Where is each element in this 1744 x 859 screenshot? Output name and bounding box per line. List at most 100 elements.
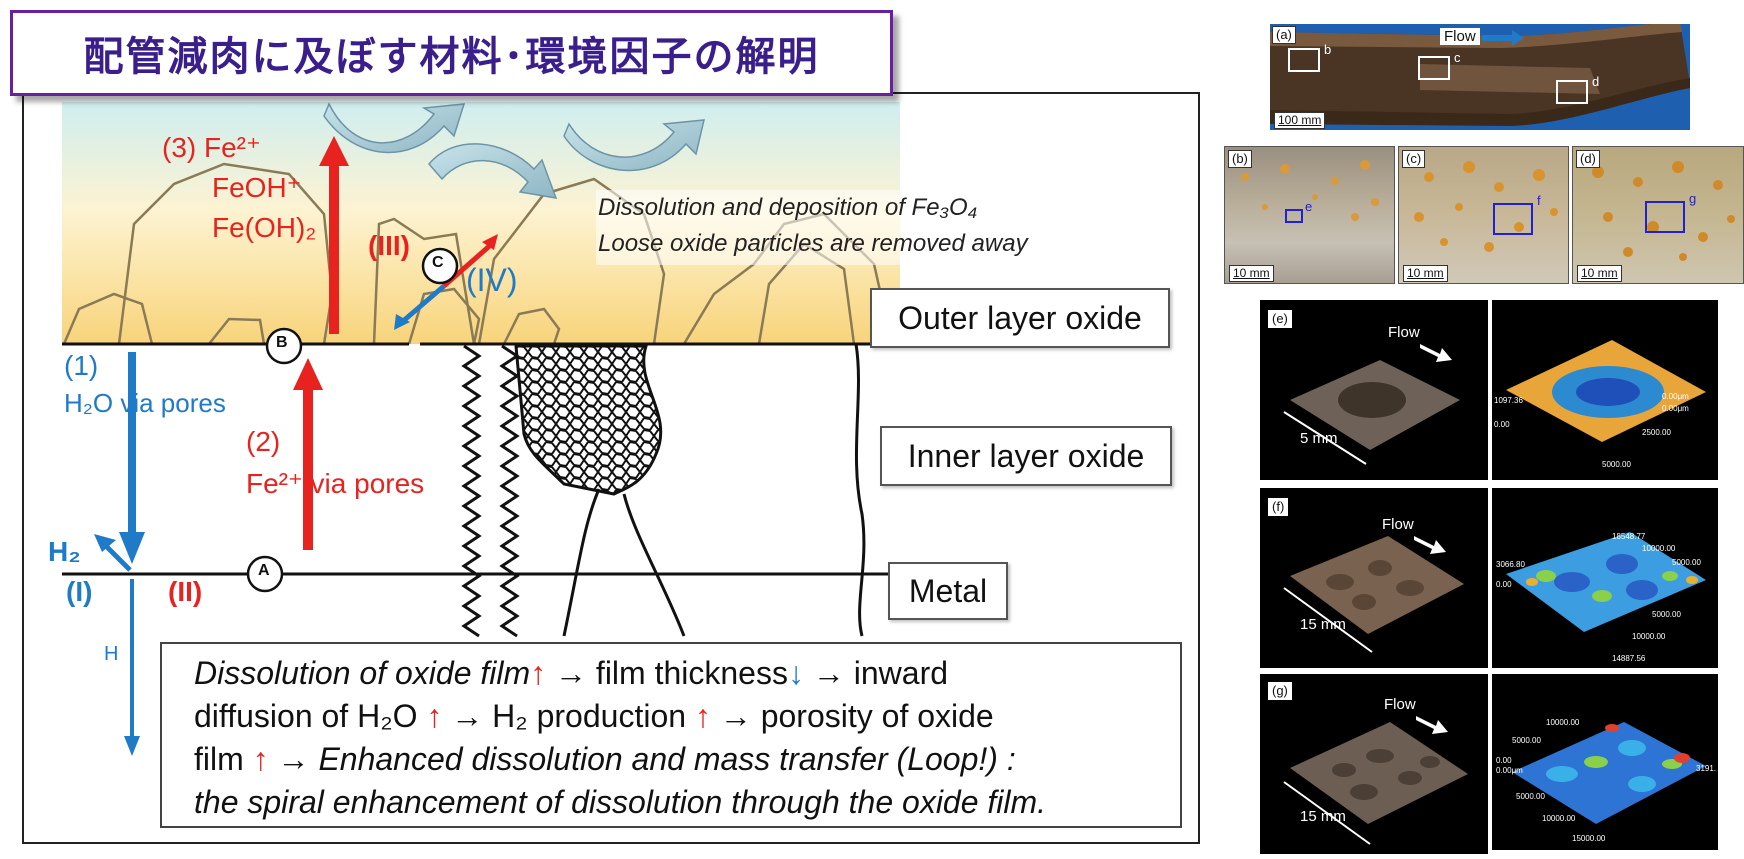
porous-inner-oxide xyxy=(514,344,663,496)
profile-e-val-5: 2500.00 xyxy=(1642,428,1671,437)
profile-f-val-7: 10000.00 xyxy=(1632,632,1666,641)
photo-g-3d: (g) Flow 15 mm xyxy=(1260,674,1488,854)
region-g-box xyxy=(1645,201,1685,233)
arrow-3: → xyxy=(451,698,484,734)
photo-d: (d) g 10 mm xyxy=(1572,146,1744,284)
h2-release-arrow xyxy=(102,542,132,572)
h2-label: H₂ xyxy=(48,536,81,567)
photo-a-pipe: (a) Flow b c d 100 mm xyxy=(1270,22,1690,130)
photo-g-dim: 15 mm xyxy=(1300,808,1346,825)
profile-g-val-7: 15000.00 xyxy=(1572,834,1606,843)
summary-p9: the spiral enhancement of dissolution th… xyxy=(194,784,1047,820)
photo-f-3d: (f) Flow 15 mm xyxy=(1260,488,1488,668)
photo-d-scale: 10 mm xyxy=(1577,265,1622,282)
step3-label: (3) Fe²⁺ xyxy=(162,132,261,163)
up-arrow-red-4: ↑ xyxy=(252,741,269,777)
summary-p2: film thickness xyxy=(595,655,788,691)
region-e-letter: e xyxy=(1305,199,1313,214)
outer-layer-label: Outer layer oxide xyxy=(870,288,1170,348)
up-arrow-red-3: ↑ xyxy=(694,698,711,734)
flow-arrow-icon-g xyxy=(1416,716,1448,734)
profile-f-val-1: 18548.77 xyxy=(1612,532,1646,541)
photo-f-tag: (f) xyxy=(1268,498,1289,516)
slide-title: 配管減肉に及ぼす材料･環境因子の解明 xyxy=(83,34,820,80)
profile-f-val-5: 0.00 xyxy=(1496,580,1512,589)
region-g-letter: g xyxy=(1689,191,1697,206)
profile-f-val-2: 10000.00 xyxy=(1642,544,1676,553)
photo-f-dim: 15 mm xyxy=(1300,616,1346,633)
profile-f-val-4: 3066.80 xyxy=(1496,560,1525,569)
photo-a-tag: (a) xyxy=(1272,26,1296,44)
photo-g-tag: (g) xyxy=(1268,682,1292,700)
arrow-1: → xyxy=(555,655,588,691)
node-a-label: A xyxy=(258,562,270,579)
roman1-label: (I) xyxy=(66,576,93,607)
dissolution-note: Dissolution and deposition of Fe₃O₄ Loos… xyxy=(596,190,1090,265)
region-f-letter: f xyxy=(1537,193,1541,208)
arrow-5: → xyxy=(277,741,310,777)
up-arrow-red: ↑ xyxy=(530,655,547,691)
photo-b-tag: (b) xyxy=(1228,150,1252,168)
region-c-letter: c xyxy=(1454,50,1461,65)
summary-p1: Dissolution of oxide film xyxy=(194,655,531,691)
summary-p3: inward xyxy=(853,655,949,691)
summary-p8: Enhanced dissolution and mass transfer (… xyxy=(318,741,1016,777)
photo-g-flow-label: Flow xyxy=(1384,696,1416,713)
node-c-label: C xyxy=(432,254,444,271)
slide-title-box: 配管減肉に及ぼす材料･環境因子の解明 xyxy=(10,10,893,96)
photo-e-flow-label: Flow xyxy=(1388,324,1420,341)
summary-line-2: diffusion of H₂O ↑ → H₂ production ↑ → p… xyxy=(194,695,1168,738)
profile-f: 18548.77 10000.00 5000.00 3066.80 0.00 5… xyxy=(1492,488,1718,668)
feoh-label: FeOH⁺ xyxy=(212,172,302,203)
region-d-letter: d xyxy=(1592,74,1600,89)
mechanism-drawing xyxy=(62,102,904,756)
profile-f-val-8: 14887.56 xyxy=(1612,654,1646,663)
region-b-box xyxy=(1288,48,1320,72)
arrow-4: → xyxy=(719,698,752,734)
photo-b-scale: 10 mm xyxy=(1229,265,1274,282)
node-c xyxy=(421,247,459,285)
mechanism-summary: Dissolution of oxide film↑ → film thickn… xyxy=(160,642,1182,828)
summary-line-4: the spiral enhancement of dissolution th… xyxy=(194,781,1168,824)
profile-e-val-3: 0.00μm xyxy=(1662,392,1689,401)
region-e-box xyxy=(1285,209,1303,223)
node-b xyxy=(265,327,303,365)
flow-arrow-icon-f xyxy=(1414,536,1446,554)
photo-b: (b) e 10 mm xyxy=(1224,146,1395,284)
pipe-drawing xyxy=(1270,22,1690,126)
summary-p4: diffusion of H₂O xyxy=(194,698,418,734)
profile-g-val-4: 0.00μm xyxy=(1496,766,1523,775)
profile-e-val-1: 1097.36 xyxy=(1494,396,1523,405)
region-b-letter: b xyxy=(1324,42,1332,57)
summary-p7: film xyxy=(194,741,244,777)
profile-g-val-2: 5000.00 xyxy=(1512,736,1541,745)
region-f-box xyxy=(1493,203,1533,235)
up-arrow-red-2: ↑ xyxy=(426,698,443,734)
profile-g: 10000.00 5000.00 0.00 0.00μm 5000.00 100… xyxy=(1492,674,1718,850)
photo-c-scale: 10 mm xyxy=(1403,265,1448,282)
photo-d-tag: (d) xyxy=(1576,150,1600,168)
roman4-label: (IV) xyxy=(466,262,518,298)
node-a xyxy=(246,555,284,593)
node-b-label: B xyxy=(276,334,288,351)
inner-zigzag-1 xyxy=(461,344,482,638)
photo-c: (c) f 10 mm xyxy=(1398,146,1569,284)
mechanism-diagram: B A C (3) Fe²⁺ FeOH⁺ Fe(OH)₂ (III) (2) F… xyxy=(22,92,1200,844)
photo-a-flow-label: Flow xyxy=(1440,28,1480,45)
summary-p5: H₂ production xyxy=(492,698,687,734)
down-arrow-blue: ↓ xyxy=(787,655,804,691)
profile-f-val-6: 5000.00 xyxy=(1652,610,1681,619)
metal-label: Metal xyxy=(888,562,1008,620)
h-label: H xyxy=(104,643,119,665)
roman3-label: (III) xyxy=(368,230,410,261)
photo-e-3d: (e) Flow 5 mm xyxy=(1260,300,1488,480)
feoh2-label: Fe(OH)₂ xyxy=(212,212,317,243)
flow-arrow-icon xyxy=(1482,30,1524,46)
photo-f-flow-label: Flow xyxy=(1382,516,1414,533)
inner-zigzag-2 xyxy=(499,344,520,638)
profile-g-val-5: 5000.00 xyxy=(1516,792,1545,801)
step1-label: (1) xyxy=(64,350,99,381)
arrow-2: → xyxy=(812,655,845,691)
summary-p6: porosity of oxide xyxy=(760,698,994,734)
dissolution-note-line1: Dissolution and deposition of Fe₃O₄ xyxy=(598,194,978,221)
